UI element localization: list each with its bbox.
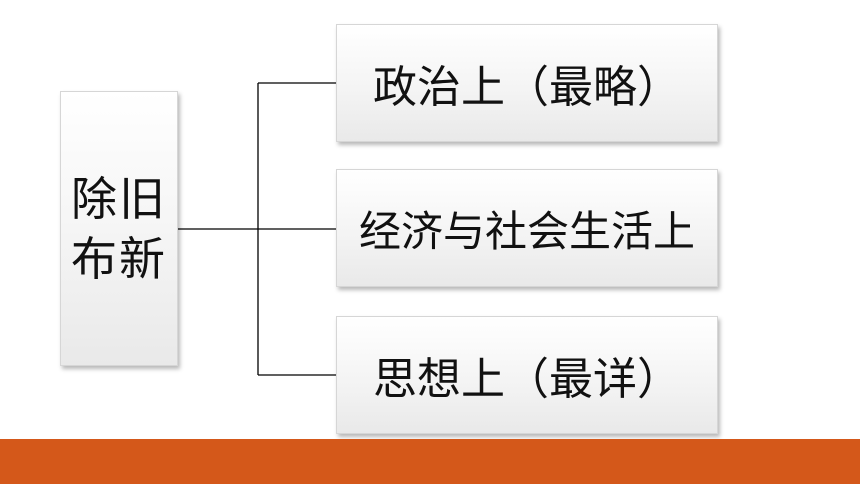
footer-accent-bar (0, 439, 860, 484)
branch-node-label: 思想上（最详） (373, 354, 681, 405)
branch-node-label: 经济与社会生活上 (358, 206, 695, 256)
branch-node-thought: 思想上（最详） (336, 316, 718, 434)
branch-node-economy-society: 经济与社会生活上 (336, 169, 718, 287)
root-node: 除旧布新 (60, 91, 178, 366)
branch-node-label: 政治上（最略） (373, 62, 681, 113)
root-node-label: 除旧布新 (71, 171, 167, 286)
branch-node-politics: 政治上（最略） (336, 24, 718, 142)
